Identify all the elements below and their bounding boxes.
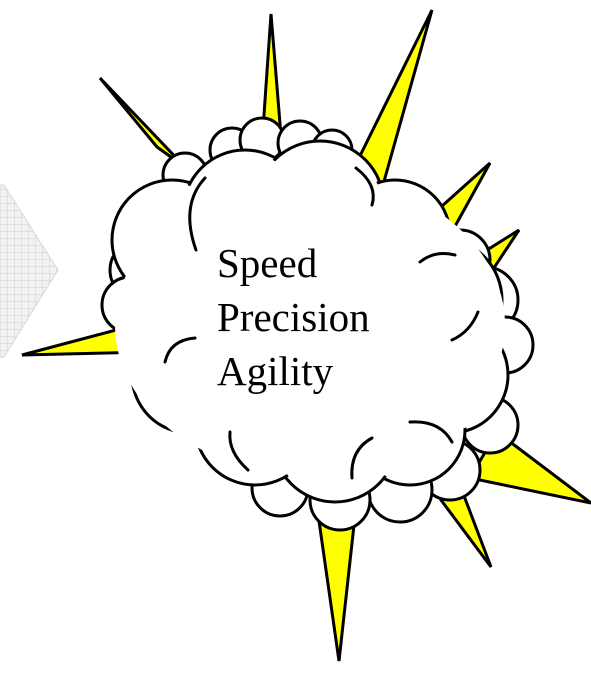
grid-arrow-shape xyxy=(0,184,59,358)
spike-upper-left xyxy=(98,76,187,169)
spike-bottom xyxy=(316,512,357,662)
cloud-creases xyxy=(163,166,480,480)
callout-line-agility: Agility xyxy=(217,348,334,394)
cloud-interior xyxy=(115,144,505,499)
spike-top-right xyxy=(353,9,434,188)
callout-line-precision: Precision xyxy=(217,294,370,340)
callout-line-speed: Speed xyxy=(217,240,318,286)
callout-text: Speed Precision Agility xyxy=(217,236,370,398)
